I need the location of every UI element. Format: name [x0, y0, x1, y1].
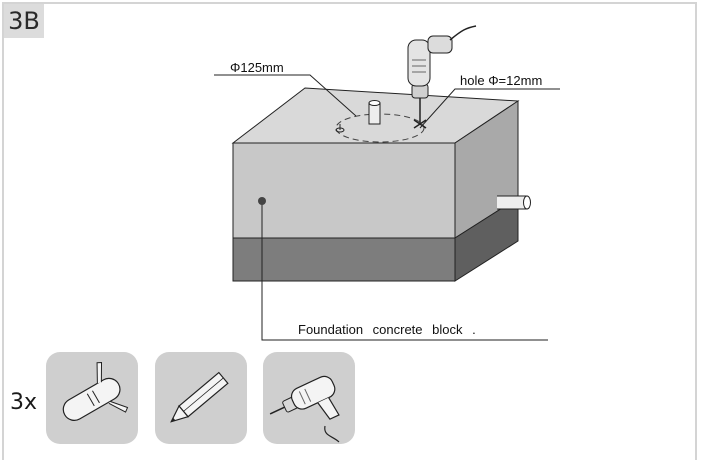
block-base-front [232, 237, 456, 282]
hole-callout: hole Φ=12mm [460, 73, 543, 88]
block-base-side [454, 197, 519, 282]
diameter-leader [214, 74, 357, 117]
hole-mark-left [335, 124, 345, 133]
callout-lines [214, 74, 560, 341]
tool-tile-drill [263, 352, 355, 444]
block-leader [261, 201, 548, 341]
diameter-callout: Φ125mm [230, 60, 284, 75]
tool-tile-anchor [46, 352, 138, 444]
top-pipe [368, 100, 381, 125]
drill-icon [269, 375, 340, 443]
drill-in-use [407, 25, 477, 124]
foundation-callout: Foundation concrete block . [298, 322, 476, 337]
tool-tile-pencil [155, 352, 247, 444]
side-pipe [497, 195, 531, 210]
block-leader-dot [258, 197, 266, 205]
pencil-icon [170, 371, 229, 423]
step-number: 3B [4, 4, 44, 38]
wall-plug-icon [62, 361, 129, 421]
hole-leader [419, 88, 560, 129]
tool-quantity: 3x [10, 390, 38, 415]
block-front-face [232, 142, 456, 239]
